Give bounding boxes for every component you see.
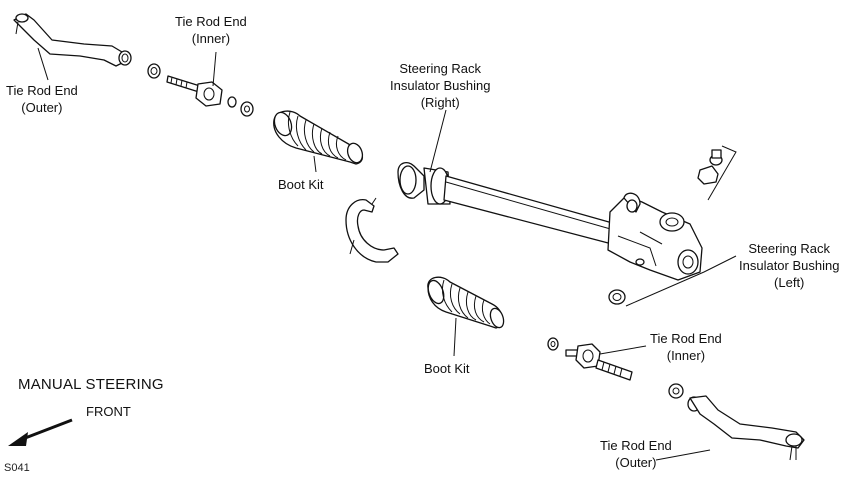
steering-rack xyxy=(397,161,703,281)
tie-rod-end-outer-left xyxy=(13,13,132,67)
figure-code: S041 xyxy=(4,462,30,474)
label-line: (Left) xyxy=(774,275,805,290)
label-boot-kit-bottom: Boot Kit xyxy=(424,360,470,377)
label-tie-rod-end-inner-bottom: Tie Rod End (Inner) xyxy=(650,330,722,364)
label-line: Tie Rod End xyxy=(600,438,672,453)
label-tie-rod-end-outer-bottom: Tie Rod End (Outer) xyxy=(600,437,672,471)
label-tie-rod-end-outer-top: Tie Rod End (Outer) xyxy=(6,82,78,116)
label-line: Tie Rod End xyxy=(6,83,78,98)
label-insulator-bushing-left: Steering Rack Insulator Bushing (Left) xyxy=(739,240,839,291)
label-line: (Outer) xyxy=(615,455,657,470)
label-line: Insulator Bushing xyxy=(739,258,840,273)
label-line: Tie Rod End xyxy=(650,331,722,346)
label-line: (Inner) xyxy=(191,31,231,46)
label-line: (Right) xyxy=(420,95,460,110)
label-insulator-bushing-right: Steering Rack Insulator Bushing (Right) xyxy=(390,60,490,111)
insulator-bushing-left xyxy=(608,149,723,305)
front-direction-arrow xyxy=(8,418,73,446)
label-line: Boot Kit xyxy=(424,361,470,376)
label-line: Boot Kit xyxy=(278,177,324,192)
label-line: Tie Rod End xyxy=(175,14,247,29)
boot-kit-right xyxy=(427,276,505,329)
label-boot-kit-top: Boot Kit xyxy=(278,176,324,193)
label-line: (Inner) xyxy=(666,348,706,363)
tie-rod-end-inner-left xyxy=(166,75,254,117)
label-line: (Outer) xyxy=(21,100,63,115)
boot-kit-left xyxy=(273,110,364,165)
tie-rod-end-inner-right xyxy=(547,337,633,381)
front-label: FRONT xyxy=(86,404,131,419)
tie-rod-end-outer-right xyxy=(668,383,805,461)
label-line: Insulator Bushing xyxy=(390,78,491,93)
label-line: Steering Rack xyxy=(399,61,482,76)
mounting-clamp xyxy=(345,197,399,263)
label-line: Steering Rack xyxy=(748,241,831,256)
nut-upper xyxy=(147,63,161,79)
label-tie-rod-end-inner-top: Tie Rod End (Inner) xyxy=(175,13,247,47)
diagram-title: MANUAL STEERING xyxy=(18,376,164,393)
leader-lines xyxy=(37,47,737,461)
